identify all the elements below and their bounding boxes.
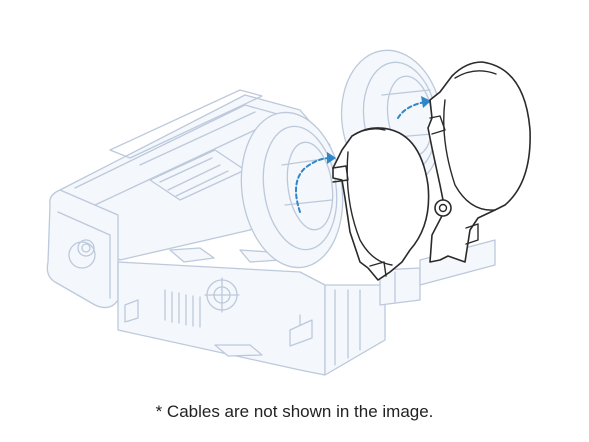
front-wheel-cover	[332, 127, 430, 281]
rear-wheel-cover	[427, 61, 531, 263]
figure-caption: * Cables are not shown in the image.	[155, 402, 434, 421]
left-wheel-outline	[240, 111, 344, 269]
attach-arrow-rear	[397, 96, 431, 119]
attach-arrow-front	[295, 152, 336, 213]
